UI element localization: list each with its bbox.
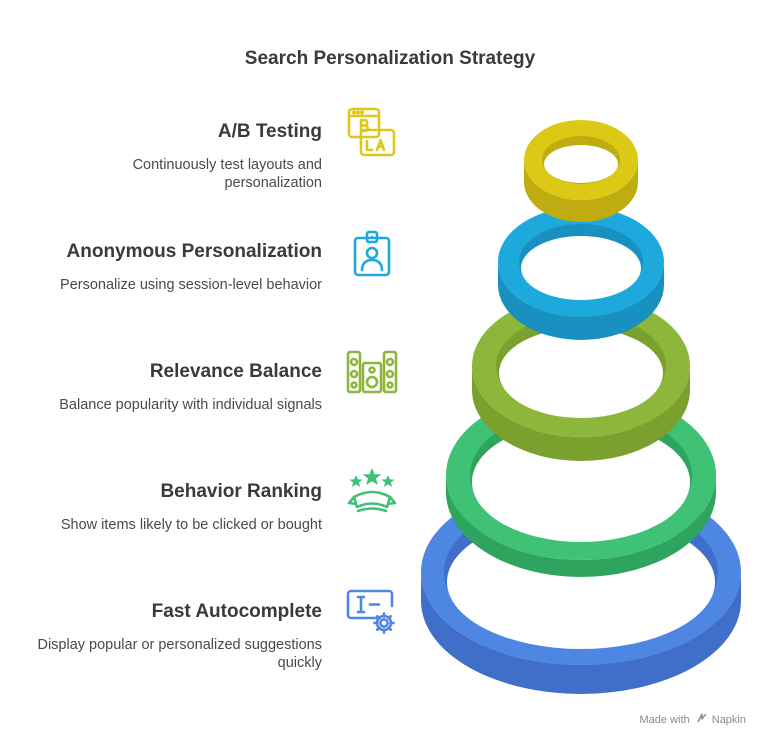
ring-ab-testing (524, 120, 638, 222)
item-heading: A/B Testing (217, 121, 322, 142)
ring-anonymous-personalization (498, 207, 664, 340)
item-heading: Behavior Ranking (160, 481, 322, 502)
item-ab-testing: A/B Testing Continuously test layouts an… (2, 120, 322, 192)
napkin-logo-icon (697, 713, 707, 726)
ab-test-browser-icon (346, 106, 398, 158)
item-description: Show items likely to be clicked or bough… (60, 517, 322, 533)
item-description: Balance popularity with individual signa… (59, 397, 322, 413)
item-description: Display popular or personalized suggesti… (37, 637, 322, 671)
item-relevance-balance: Relevance Balance Balance popularity wit… (2, 360, 322, 414)
item-fast-autocomplete: Fast Autocomplete Display popular or per… (2, 600, 322, 672)
napkin-watermark: Made with Napkin (639, 713, 746, 726)
stars-ranking-icon (346, 466, 398, 518)
item-heading: Relevance Balance (149, 361, 322, 382)
id-badge-icon (346, 228, 398, 280)
item-heading: Fast Autocomplete (151, 601, 322, 622)
item-anonymous-personalization: Anonymous Personalization Personalize us… (2, 240, 322, 294)
item-heading: Anonymous Personalization (66, 241, 322, 262)
item-description: Personalize using session-level behavior (60, 277, 322, 293)
ring-relevance-balance (472, 295, 690, 461)
item-description: Continuously test layouts and personaliz… (132, 157, 322, 191)
page-title: Search Personalization Strategy (244, 48, 536, 69)
text-cursor-gear-icon (346, 586, 398, 638)
speaker-balance-icon (346, 347, 398, 399)
item-behavior-ranking: Behavior Ranking Show items likely to be… (2, 480, 322, 534)
